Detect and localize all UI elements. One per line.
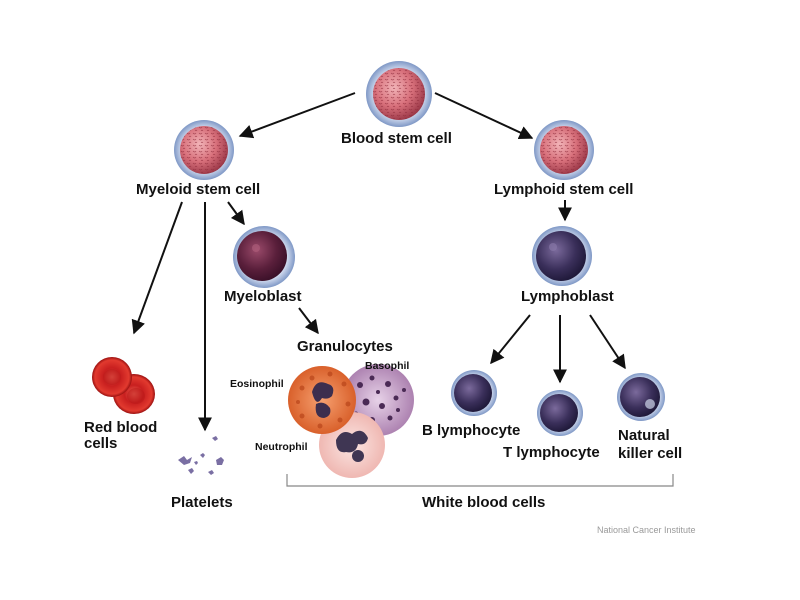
label-myeloid-stem-cell: Myeloid stem cell — [136, 181, 261, 198]
arrow-lymphoblast-to-nk — [589, 314, 626, 370]
myeloid-stem-cell-illustration — [174, 120, 234, 180]
myeloblast-illustration — [233, 226, 295, 288]
label-basophil: Basophil — [365, 360, 410, 372]
arrow-lymphoblast-to-b — [490, 314, 531, 365]
white-blood-cells-bracket — [286, 474, 674, 487]
label-platelets: Platelets — [171, 494, 233, 511]
label-b-lymphocyte: B lymphocyte — [422, 422, 521, 439]
eosinophil-illustration — [288, 366, 356, 434]
arrow-myeloid-to-myeloblast — [227, 201, 245, 226]
platelets-illustration — [178, 436, 224, 475]
lymphoid-stem-cell-illustration — [534, 120, 594, 180]
label-natural-killer-line1: Natural — [618, 427, 670, 444]
arrows — [131, 92, 626, 432]
b-lymphocyte-illustration — [451, 370, 497, 416]
label-natural-killer-line2: killer cell — [618, 445, 683, 462]
label-myeloblast: Myeloblast — [224, 288, 302, 305]
label-white-blood-cells: White blood cells — [422, 494, 546, 511]
arrow-myeloid-to-rbc — [131, 201, 183, 335]
label-lymphoblast: Lymphoblast — [521, 288, 614, 305]
red-blood-cells-illustration — [92, 357, 155, 414]
credit-text: National Cancer Institute — [597, 525, 696, 535]
label-granulocytes: Granulocytes — [297, 338, 393, 355]
label-red-blood-cells-line1: Red blood — [84, 419, 158, 436]
label-red-blood-cells-line2: cells — [84, 435, 118, 452]
label-t-lymphocyte: T lymphocyte — [503, 444, 600, 461]
arrow-stem-to-lymphoid — [434, 92, 534, 140]
label-neutrophil: Neutrophil — [255, 441, 308, 453]
label-eosinophil: Eosinophil — [230, 378, 284, 390]
natural-killer-cell-illustration — [617, 373, 665, 421]
blood-stem-cell-illustration — [366, 61, 432, 127]
arrow-myeloblast-to-granulocytes — [298, 307, 319, 335]
label-lymphoid-stem-cell: Lymphoid stem cell — [494, 181, 634, 198]
t-lymphocyte-illustration — [537, 390, 583, 436]
arrow-stem-to-myeloid — [238, 92, 356, 139]
label-blood-stem-cell: Blood stem cell — [341, 130, 452, 147]
lymphoblast-illustration — [532, 226, 592, 286]
